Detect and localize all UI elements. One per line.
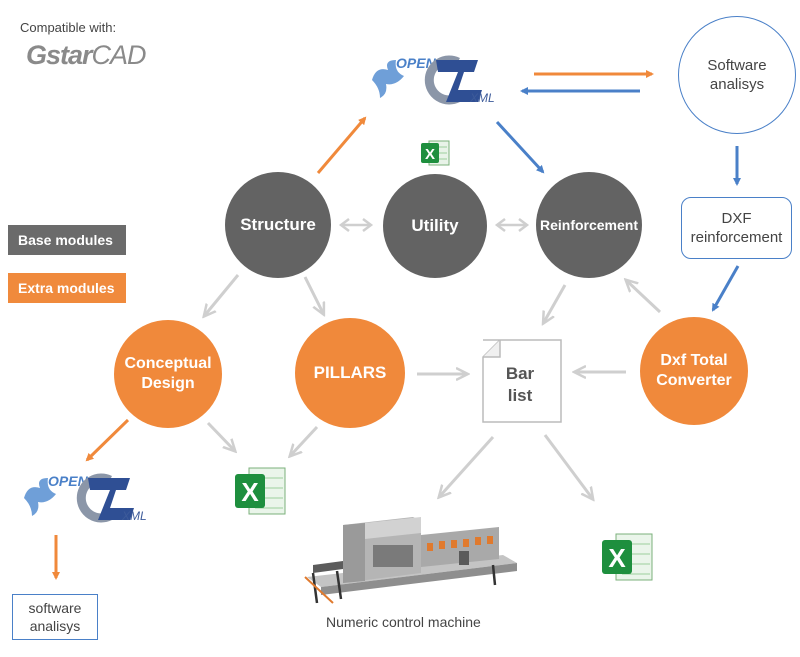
software-analysis-box: software analisys bbox=[12, 594, 98, 640]
software-top-line2: analisys bbox=[709, 76, 765, 93]
openxml-xml-text: XML bbox=[121, 509, 147, 523]
openxml-xml-text: XML bbox=[469, 91, 495, 105]
dxf-line2: Converter bbox=[656, 372, 732, 389]
conceptual-line2: Design bbox=[141, 375, 195, 392]
excel-icon-left: X bbox=[235, 467, 286, 515]
legend-extra-modules: Extra modules bbox=[8, 273, 126, 303]
excel-letter: X bbox=[241, 477, 259, 507]
module-utility-label: Utility bbox=[411, 216, 459, 235]
module-utility: Utility bbox=[383, 174, 487, 278]
legend-base-modules: Base modules bbox=[8, 225, 126, 255]
barlist-label: Bar list bbox=[482, 363, 558, 407]
dxf-line1: Dxf Total bbox=[660, 352, 728, 369]
module-reinforcement-label: Reinforcement bbox=[539, 217, 639, 233]
conceptual-line1: Conceptual bbox=[124, 355, 212, 372]
arrow-conceptual-to-excel bbox=[206, 421, 234, 450]
module-pillars: PILLARS bbox=[295, 318, 405, 428]
arrow-dxf-to-reinforcement bbox=[627, 281, 662, 314]
software-bottom-line1: software bbox=[28, 600, 82, 616]
arrow-structure-to-openxml bbox=[316, 116, 367, 174]
gstarcad-logo: GstarCAD bbox=[26, 40, 147, 71]
numeric-control-machine-image bbox=[304, 517, 517, 604]
arrow-dxf-reinf-to-dxf-total bbox=[711, 265, 740, 312]
software-analysis-circle: Software analisys bbox=[678, 16, 796, 134]
dxf-reinforcement-box: DXF reinforcement bbox=[681, 197, 792, 259]
arrow-conceptual-to-openxml bbox=[85, 418, 130, 462]
openxml-logo-top: OPEN XML bbox=[372, 55, 495, 105]
excel-letter: X bbox=[425, 146, 435, 163]
dove-icon bbox=[24, 478, 56, 516]
machine-label: Numeric control machine bbox=[326, 614, 481, 630]
dxf-reinf-line1: DXF bbox=[721, 210, 752, 227]
dove-icon bbox=[372, 60, 404, 98]
openxml-logo-bottom: OPEN XML bbox=[24, 473, 147, 523]
excel-icon-right: X bbox=[602, 533, 653, 581]
barlist-line2: list bbox=[507, 386, 533, 405]
compatible-label: Compatible with: bbox=[20, 20, 117, 35]
excel-icon-top: X bbox=[421, 140, 450, 166]
arrow-reinforcement-to-barlist bbox=[544, 284, 567, 322]
module-reinforcement: Reinforcement bbox=[536, 172, 642, 278]
arrow-barlist-to-machine bbox=[440, 435, 495, 496]
arrow-barlist-to-excel bbox=[543, 434, 592, 498]
cad-logo-text: CAD bbox=[91, 40, 147, 70]
arrow-openxml-to-reinforcement bbox=[495, 120, 545, 174]
module-structure-label: Structure bbox=[240, 215, 316, 234]
arrow-structure-to-conceptual bbox=[205, 274, 240, 315]
gstar-logo-text: Gstar bbox=[26, 40, 93, 70]
arrow-structure-utility bbox=[338, 218, 374, 232]
arrow-pillars-to-excel bbox=[291, 425, 319, 455]
module-structure: Structure bbox=[225, 172, 331, 278]
openxml-open-text: OPEN bbox=[48, 473, 89, 489]
arrow-structure-to-pillars bbox=[303, 276, 323, 313]
excel-letter: X bbox=[608, 543, 626, 573]
barlist-line1: Bar bbox=[505, 364, 535, 383]
software-bottom-line2: analisys bbox=[29, 618, 81, 634]
openxml-open-text: OPEN bbox=[396, 55, 437, 71]
dxf-reinf-line2: reinforcement bbox=[690, 229, 783, 246]
software-top-line1: Software bbox=[707, 57, 767, 74]
module-pillars-label: PILLARS bbox=[313, 363, 387, 382]
arrow-utility-reinforcement bbox=[494, 218, 530, 232]
